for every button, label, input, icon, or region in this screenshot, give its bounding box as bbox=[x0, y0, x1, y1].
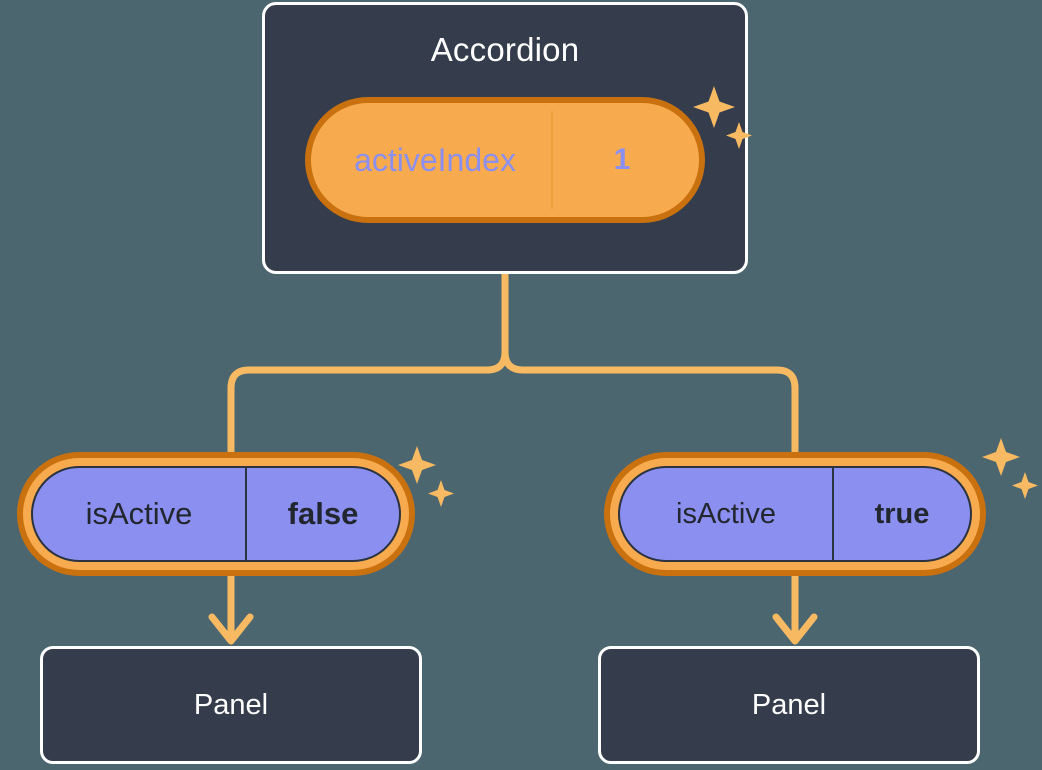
prop-chip-isactive-true[interactable]: isActive true bbox=[604, 452, 986, 576]
accordion-title: Accordion bbox=[430, 31, 580, 68]
panel-card-left[interactable]: Panel bbox=[40, 646, 422, 764]
prop-chip-isactive-false[interactable]: isActive false bbox=[17, 452, 415, 576]
state-chip-activeindex-key: activeIndex bbox=[354, 141, 516, 178]
arrow-head-right-icon bbox=[772, 613, 818, 645]
state-chip-activeindex[interactable]: activeIndex 1 bbox=[305, 97, 705, 223]
panel-left-title: Panel bbox=[193, 688, 269, 721]
connector-root-to-right bbox=[501, 270, 799, 456]
state-chip-activeindex-value: 1 bbox=[613, 143, 631, 176]
prop-chip-left-key: isActive bbox=[85, 496, 193, 531]
prop-chip-right-key: isActive bbox=[676, 497, 776, 530]
sparkle-icon bbox=[982, 438, 1038, 499]
prop-chip-left-value: false bbox=[287, 496, 359, 531]
panel-right-title: Panel bbox=[751, 688, 827, 721]
panel-card-right[interactable]: Panel bbox=[598, 646, 980, 764]
prop-chip-right-value: true bbox=[874, 497, 930, 530]
state-chip-divider bbox=[551, 111, 553, 209]
prop-chip-right-divider bbox=[832, 468, 834, 560]
prop-chip-left-divider bbox=[245, 468, 247, 560]
connector-root-to-left bbox=[227, 270, 509, 456]
arrow-head-left-icon bbox=[208, 613, 254, 645]
